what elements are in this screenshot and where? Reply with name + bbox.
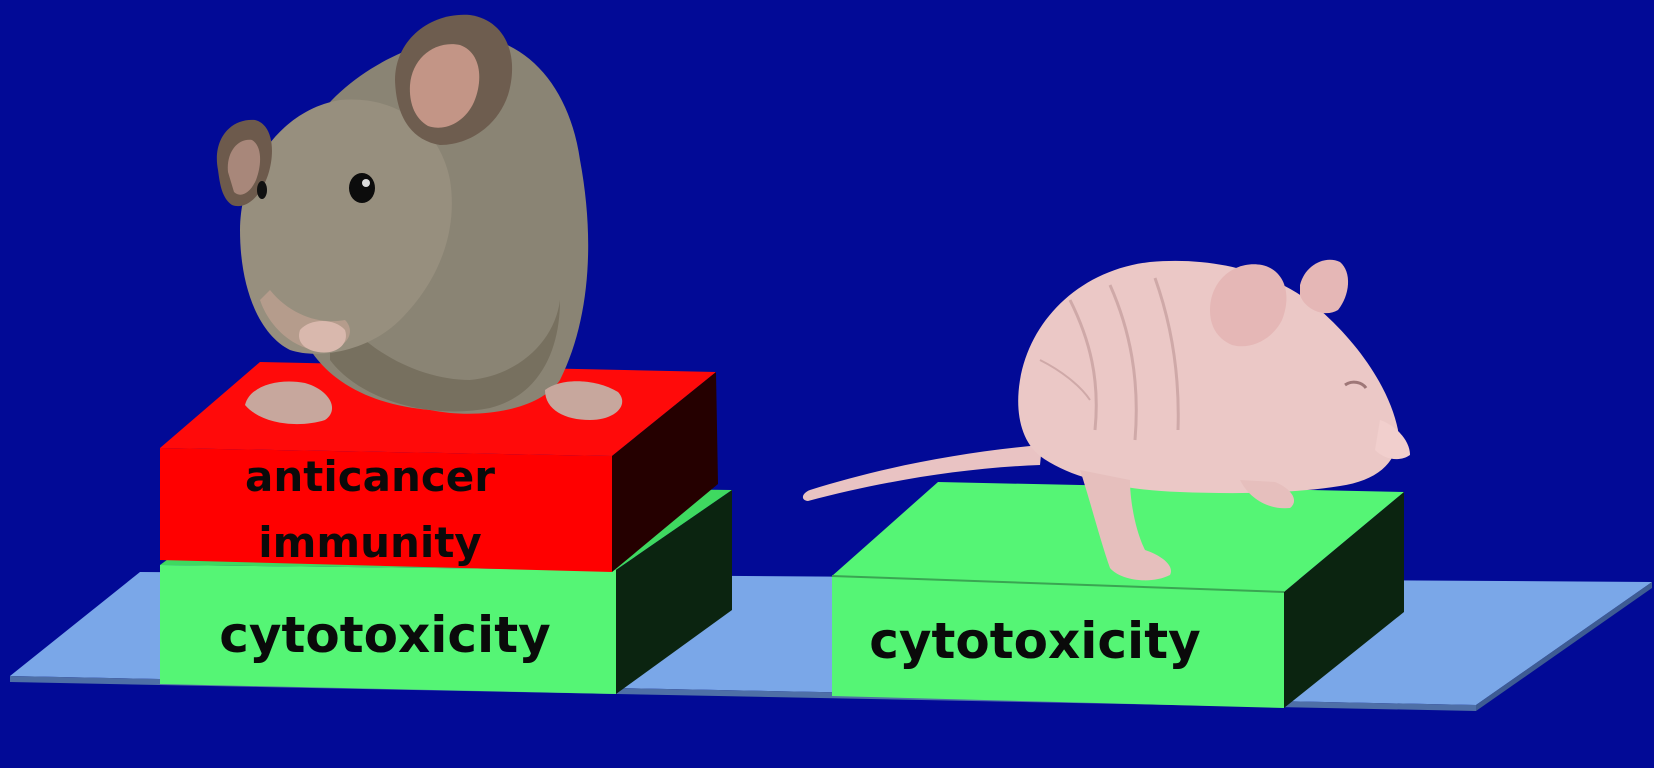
label-immunity: immunity [220,522,520,564]
label-anticancer: anticancer [220,456,520,498]
label-cytotoxicity-left: cytotoxicity [200,610,570,660]
label-cytotoxicity-right: cytotoxicity [850,616,1220,666]
